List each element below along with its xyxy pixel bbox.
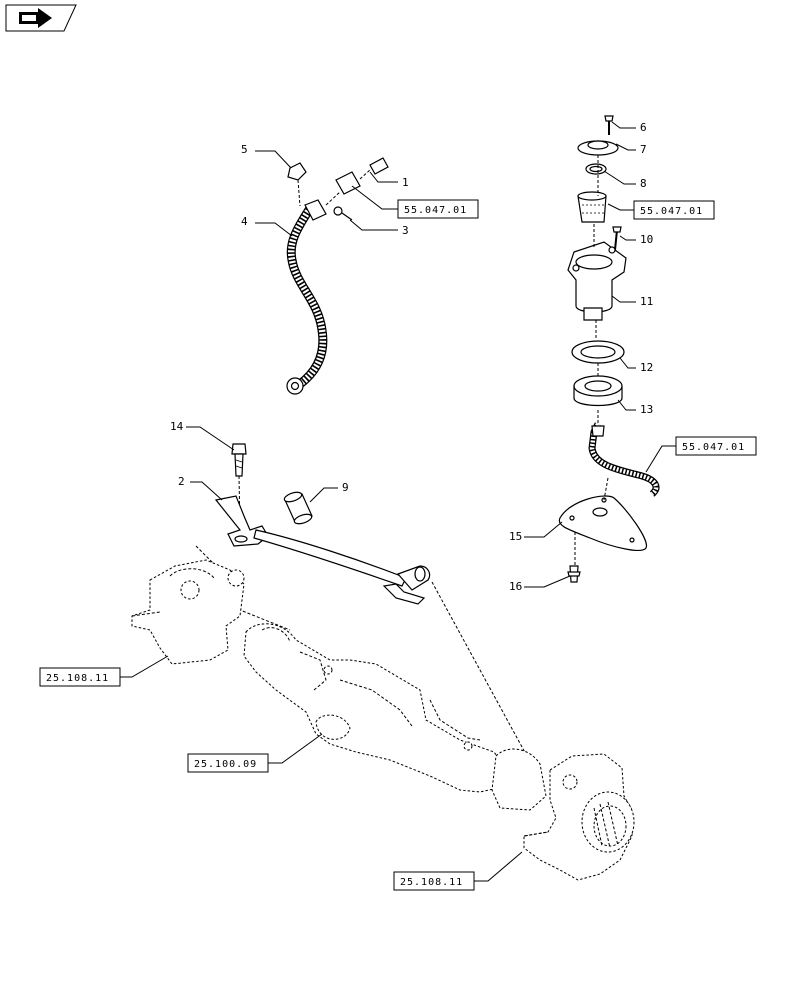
callout-2: 2 bbox=[178, 475, 185, 488]
bearing-13 bbox=[573, 375, 623, 407]
cap-7 bbox=[577, 140, 619, 156]
callout-13: 13 bbox=[640, 403, 653, 416]
ref-c-label: 55.047.01 bbox=[682, 442, 745, 453]
ref-d-label: 25.108.11 bbox=[46, 673, 109, 684]
bracket-2 bbox=[214, 495, 431, 605]
callout-5: 5 bbox=[241, 143, 248, 156]
arrow-right-icon bbox=[19, 8, 52, 28]
bolt-10 bbox=[612, 226, 622, 251]
ref-box-e[interactable]: 25.100.09 bbox=[187, 753, 269, 773]
ref-box-f[interactable]: 25.108.11 bbox=[393, 871, 475, 891]
bolt-14 bbox=[231, 443, 247, 477]
axle-housing-right-ghost bbox=[491, 748, 635, 881]
bolt-6 bbox=[604, 115, 614, 135]
housing-11 bbox=[567, 241, 627, 321]
ref-box-d[interactable]: 25.108.11 bbox=[39, 667, 121, 687]
callout-12: 12 bbox=[640, 361, 653, 374]
nav-button[interactable] bbox=[5, 4, 77, 32]
callout-6: 6 bbox=[640, 121, 647, 134]
callout-14: 14 bbox=[170, 420, 184, 433]
ref-a-label: 55.047.01 bbox=[404, 205, 467, 216]
callout-7: 7 bbox=[640, 143, 647, 156]
ref-box-b[interactable]: 55.047.01 bbox=[633, 200, 715, 220]
hose-4 bbox=[286, 199, 328, 395]
callout-10: 10 bbox=[640, 233, 653, 246]
ref-box-c[interactable]: 55.047.01 bbox=[675, 436, 757, 456]
axle-beam-ghost bbox=[243, 623, 505, 793]
spacer-9 bbox=[283, 491, 313, 525]
callout-9: 9 bbox=[342, 481, 349, 494]
fitting-1 bbox=[325, 157, 389, 206]
callout-4: 4 bbox=[241, 215, 248, 228]
callout-3: 3 bbox=[402, 224, 409, 237]
sensor-body bbox=[577, 191, 607, 223]
sensor-cable bbox=[588, 422, 660, 497]
screw-3 bbox=[333, 206, 353, 221]
stud-16 bbox=[567, 565, 581, 583]
callout-16: 16 bbox=[509, 580, 522, 593]
axle-housing-left-ghost bbox=[131, 559, 245, 665]
callout-8: 8 bbox=[640, 177, 647, 190]
seal-12 bbox=[571, 340, 625, 364]
plate-15 bbox=[558, 495, 647, 551]
ref-e-label: 25.100.09 bbox=[194, 759, 257, 770]
ref-b-label: 55.047.01 bbox=[640, 206, 703, 217]
callout-1: 1 bbox=[402, 176, 409, 189]
clip-5 bbox=[287, 162, 307, 207]
ref-f-label: 25.108.11 bbox=[400, 877, 463, 888]
callout-11: 11 bbox=[640, 295, 653, 308]
oring-8 bbox=[585, 163, 607, 175]
callout-15: 15 bbox=[509, 530, 522, 543]
ref-box-a[interactable]: 55.047.01 bbox=[397, 199, 479, 219]
